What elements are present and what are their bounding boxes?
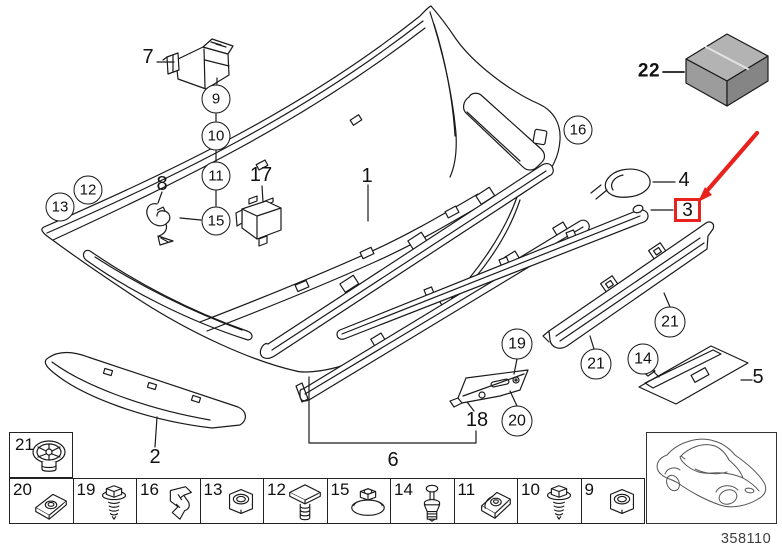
hook-clip-8-drawing [146,203,174,246]
callout-circle-19[interactable]: 19 [501,328,533,360]
callout-circle-21a[interactable]: 21 [654,306,686,338]
callout-4[interactable]: 4 [678,169,690,191]
callout-circle-13[interactable]: 13 [45,192,75,222]
legend-cell-10-label: 10 [521,480,540,499]
tow-cap-drawing [590,168,651,200]
callout-18[interactable]: 18 [465,409,489,431]
legend-cell-14-label: 14 [394,480,413,499]
bracket-plate-5-drawing [638,345,749,405]
callout-circle-12[interactable]: 12 [73,175,103,205]
callout-22[interactable]: 22 [637,60,661,82]
legend-cell-13-label: 13 [203,480,223,499]
callout-2[interactable]: 2 [149,446,161,468]
callout-3-highlighted[interactable]: 3 [674,198,701,222]
car-outline-drawing [656,438,767,508]
plastic-clip-icon [157,482,199,522]
callout-circle-10[interactable]: 10 [201,121,231,151]
hex-nut-icon [220,482,262,522]
callout-1[interactable]: 1 [361,165,373,187]
legend-cell-11: 11 [453,479,518,523]
hex-nut-icon [601,482,643,522]
callout-8[interactable]: 8 [156,173,168,195]
legend-cell-16-label: 16 [140,480,159,499]
screw-with-washer-icon [538,482,580,522]
legend-cell-13: 13 [199,479,264,523]
callout-circle-15[interactable]: 15 [201,206,231,236]
bracket-17-drawing [235,195,282,247]
legend-cell-11-label: 11 [457,480,476,499]
bumper-carrier-strip-drawing [259,163,554,359]
legend-cell-19: 19 [72,479,137,523]
impact-strip-3-drawing [336,204,649,340]
legend-cell-12: 12 [263,479,327,523]
mounting-plate-drawing [449,369,529,408]
bumper-cover-drawing [41,5,561,373]
legend-cell-20: 20 [10,479,73,523]
callout-circle-20[interactable]: 20 [501,405,533,437]
legend-cell-15: 15 [326,479,391,523]
flange-nut-icon [347,482,389,522]
car-inset-box [646,432,777,524]
callout-5[interactable]: 5 [752,366,764,388]
wheel-grommet-icon [26,437,70,477]
screw-with-washer-icon [93,482,135,522]
drawing-number: 358110 [720,531,772,547]
bracket-7-drawing [162,38,234,90]
kit-box-22-drawing [685,33,769,107]
callout-circle-9[interactable]: 9 [201,84,231,114]
clip-nut-icon [474,482,516,522]
legend-cell-19-label: 19 [76,480,96,499]
trim-strip-left-drawing [44,352,246,429]
callout-circle-21b[interactable]: 21 [580,348,612,380]
legend-cell-9-label: 9 [584,480,594,499]
fastener-legend-row: 20 19 [9,478,645,524]
legend-cell-20-label: 20 [13,480,32,499]
callout-6[interactable]: 6 [387,449,399,471]
callout-circle-11[interactable]: 11 [201,161,231,191]
legend-cell-12-label: 12 [267,480,286,499]
square-head-bolt-icon [284,482,326,522]
highlight-arrow [698,130,760,202]
speed-nut-icon [30,482,72,522]
legend-box-21-label: 21 [15,435,34,454]
callout-7[interactable]: 7 [142,46,154,68]
legend-cell-15-label: 15 [330,480,350,499]
legend-cell-9: 9 [580,479,645,523]
legend-cell-16: 16 [136,479,200,523]
callout-17[interactable]: 17 [249,164,273,186]
callout-circle-14[interactable]: 14 [627,343,659,375]
callout-circle-16[interactable]: 16 [563,115,593,145]
leader-lines [154,61,753,448]
legend-cell-14: 14 [390,479,454,523]
legend-cell-10: 10 [517,479,581,523]
expansion-rivet-icon [411,482,453,522]
rear-support-strip-drawing [542,221,715,349]
legend-box-21: 21 [9,432,73,478]
